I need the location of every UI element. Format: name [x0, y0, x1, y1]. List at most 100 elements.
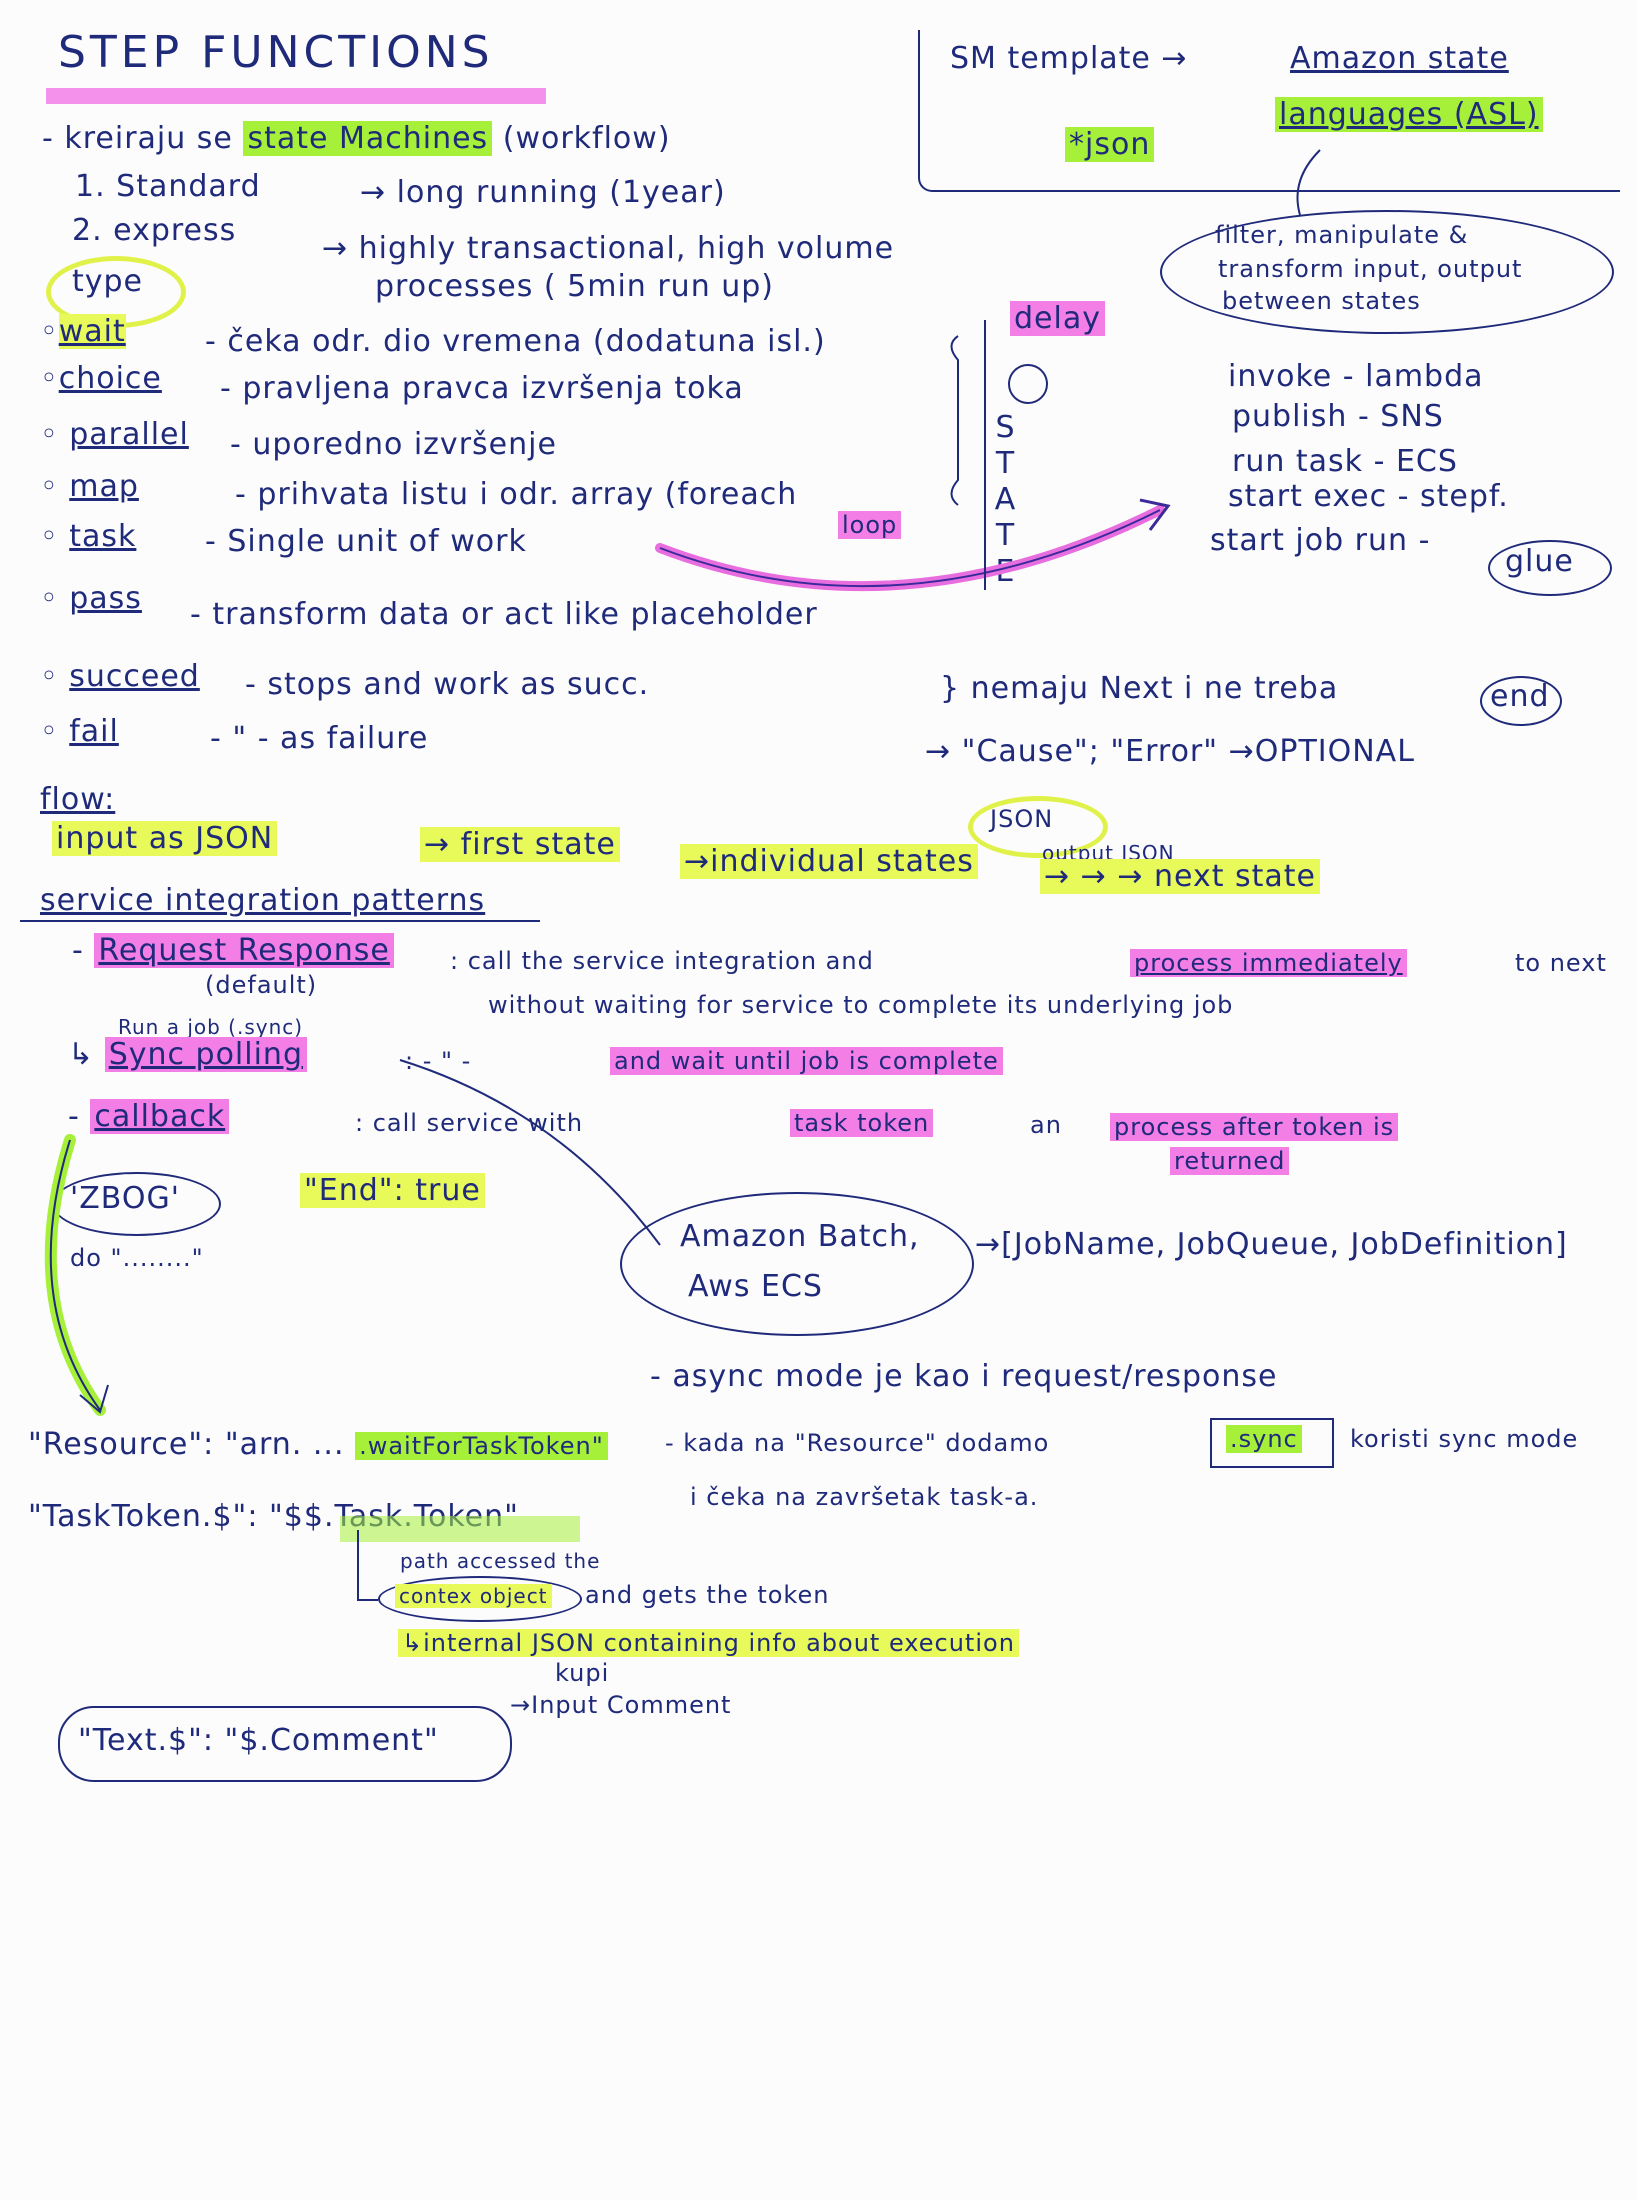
request-desc2: without waiting for service to complete … — [488, 991, 1234, 1019]
state-asterisk — [1008, 364, 1048, 404]
flow-individual: →individual states — [680, 844, 978, 879]
gets-token: and gets the token — [585, 1581, 830, 1609]
run-task-ecs: run task - ECS — [1232, 444, 1458, 479]
flow-input: input as JSON — [52, 821, 278, 856]
flow-first: → first state — [420, 827, 620, 862]
end-word: end — [1490, 679, 1550, 714]
foreach-loop: loop — [838, 511, 902, 539]
task-token: task token — [790, 1109, 934, 1137]
express-label: 2. express — [72, 213, 237, 248]
resource-a: "Resource": "arn. ... — [28, 1427, 345, 1462]
type-map: map — [69, 469, 139, 504]
asl-text: Amazon state — [1290, 41, 1509, 76]
filter-line1: filter, manipulate & — [1215, 221, 1469, 249]
type-task: task — [69, 519, 137, 554]
json-circle — [968, 796, 1108, 858]
callback-desc2: an — [1030, 1111, 1062, 1139]
type-parallel: parallel — [69, 417, 189, 452]
asl-languages: languages (ASL) — [1275, 97, 1543, 132]
delay-label: delay — [1010, 301, 1105, 336]
request-default: (default) — [205, 971, 318, 999]
type-pass-desc: - transform data or act like placeholder — [190, 597, 818, 632]
batch-line1: Amazon Batch, — [680, 1219, 920, 1254]
text-code: "Text.$": "$.Comment" — [78, 1723, 439, 1758]
end-true: "End": true — [300, 1173, 485, 1208]
type-choice: choice — [58, 361, 162, 396]
standard-label: 1. Standard — [75, 169, 261, 204]
type-succeed-desc: - stops and work as succ. — [245, 667, 650, 702]
run-a-job: Run a job (.sync) — [118, 1015, 304, 1039]
cause-error: → "Cause"; "Error" →OPTIONAL — [925, 734, 1415, 769]
creation-text: - kreiraju se — [42, 121, 233, 156]
type-pass: pass — [69, 581, 142, 616]
service-underline — [20, 920, 540, 922]
request-response: Request Response — [94, 933, 394, 968]
end-circle — [1480, 676, 1562, 726]
type-wait: wait — [58, 314, 126, 349]
json-circle-label: JSON — [990, 805, 1054, 833]
start-job-run: start job run - — [1210, 523, 1431, 558]
nemaju-next: } nemaju Next i ne treba — [940, 671, 1339, 706]
express-desc: → highly transactional, high volume — [322, 231, 895, 266]
callback: callback — [90, 1099, 230, 1134]
sync-polling: Sync polling — [104, 1037, 307, 1072]
sm-template-label: SM template → — [950, 41, 1188, 76]
batch-line2: Aws ECS — [688, 1269, 823, 1304]
batch-circle — [620, 1192, 974, 1336]
type-label: type — [72, 264, 144, 299]
resource-hl: .waitForTaskToken" — [355, 1432, 608, 1460]
process-after: process after token is — [1110, 1113, 1399, 1141]
resource-d: i čeka na završetak task-a. — [690, 1483, 1039, 1511]
page-title: STEP FUNCTIONS — [58, 27, 494, 78]
type-fail-desc: - " - as failure — [210, 721, 429, 756]
filter-line2: transform input, output — [1218, 255, 1523, 283]
internal-json: ↳internal JSON containing info about exe… — [398, 1629, 1019, 1657]
resource-b: - kada na "Resource" dodamo — [665, 1429, 1050, 1457]
process-immediately: process immediately — [1130, 949, 1407, 977]
express-desc2: processes ( 5min run up) — [375, 269, 774, 304]
flow-next: → → → next state — [1040, 859, 1321, 894]
kupi: kupi — [555, 1659, 610, 1687]
glue-circle — [1488, 540, 1612, 596]
to-next: to next — [1515, 949, 1607, 977]
workflow-text: (workflow) — [502, 121, 671, 156]
type-map-desc: - prihvata listu i odr. array (foreach — [235, 477, 798, 512]
zbog: 'ZBOG' — [70, 1181, 180, 1216]
context-object: contex object — [395, 1584, 552, 1608]
title-highlight — [46, 88, 546, 104]
publish-sns: publish - SNS — [1232, 399, 1444, 434]
type-parallel-desc: - uporedno izvršenje — [230, 427, 557, 462]
flow-label: flow: — [40, 782, 116, 817]
batch-params: →[JobName, JobQueue, JobDefinition] — [975, 1227, 1568, 1262]
scribble: do "........" — [70, 1244, 204, 1272]
text-oval — [58, 1706, 512, 1782]
path-accessed: path accessed the — [400, 1549, 601, 1573]
json-label: *json — [1065, 127, 1155, 162]
start-exec: start exec - stepf. — [1228, 479, 1509, 514]
input-comment: →Input Comment — [510, 1691, 732, 1719]
filter-oval — [1160, 210, 1614, 334]
filter-line3: between states — [1222, 287, 1421, 315]
type-task-desc: - Single unit of work — [205, 524, 527, 559]
context-oval — [378, 1576, 582, 1622]
callback-desc: : call service with — [355, 1109, 584, 1137]
sync-desc: and wait until job is complete — [610, 1047, 1003, 1075]
resource-c: koristi sync mode — [1350, 1425, 1579, 1453]
request-desc: : call the service integration and — [450, 947, 874, 975]
glue-label: glue — [1505, 544, 1574, 579]
sync-desc-a: : - " - — [405, 1047, 472, 1075]
async-line: - async mode je kao i request/response — [650, 1359, 1278, 1394]
flow-output: output JSON — [1042, 841, 1175, 865]
type-succeed: succeed — [69, 659, 200, 694]
sm-template-box — [918, 30, 1620, 192]
type-fail: fail — [69, 714, 119, 749]
state-machines: state Machines — [243, 121, 493, 156]
sync-suffix: .sync — [1226, 1425, 1302, 1453]
type-wait-desc: - čeka odr. dio vremena (dodatuna isl.) — [205, 324, 826, 359]
returned: returned — [1170, 1147, 1290, 1175]
state-label: STATE — [994, 410, 1016, 589]
invoke-lambda: invoke - lambda — [1228, 359, 1484, 394]
type-choice-desc: - pravljena pravca izvršenja toka — [220, 371, 744, 406]
standard-desc: → long running (1year) — [360, 175, 726, 210]
service-title: service integration patterns — [40, 883, 486, 918]
